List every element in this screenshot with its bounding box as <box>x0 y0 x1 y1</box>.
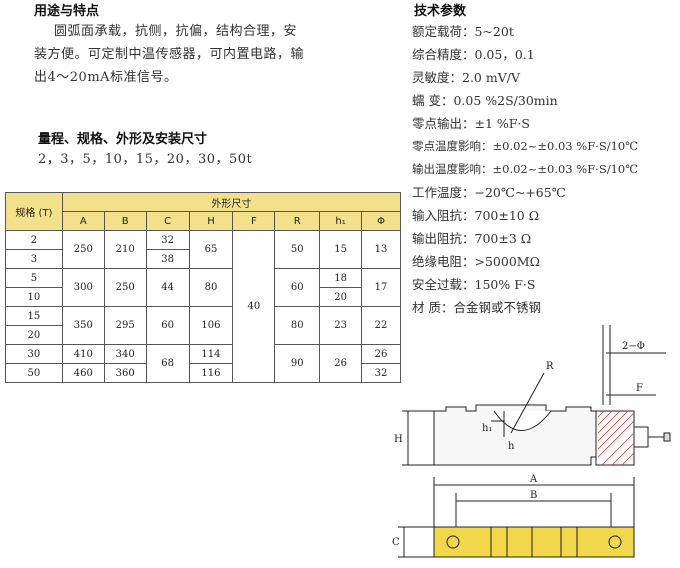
column-header: Φ <box>361 211 401 231</box>
specs-list: 额定载荷：5~20t 综合精度：0.05，0.1 灵敏度：2.0 mV/V 蠕 … <box>412 20 680 319</box>
label-h1: h₁ <box>482 423 492 434</box>
cell-a: 250 <box>61 230 105 269</box>
column-header: A <box>61 211 105 231</box>
cell-c: 60 <box>145 306 190 345</box>
cell-h: 65 <box>188 230 234 269</box>
column-header: F <box>232 211 276 231</box>
label-h-small: h <box>508 441 515 452</box>
label-r: R <box>546 361 554 372</box>
cell-phi: 13 <box>361 230 401 269</box>
spec-cell: 10 <box>5 287 63 307</box>
spec-cell: 50 <box>5 363 63 383</box>
cell-b: 340 <box>103 344 147 364</box>
label-c: C <box>392 537 400 548</box>
cell-a: 300 <box>61 268 105 307</box>
cell-h1: 20 <box>319 287 363 307</box>
spec-line: 输出温度影响：±0.02~±0.03 %F·S/10℃ <box>412 162 639 176</box>
spec-cell: 30 <box>5 344 63 364</box>
usage-line: 圆弧面承载，抗侧，抗偏，结构合理，安 <box>54 24 298 39</box>
usage-title: 用途与特点 <box>34 4 100 19</box>
load-cell-drawing: R 2−Φ F H h₁ h A B C <box>392 325 671 558</box>
cell-h1: 15 <box>319 230 363 269</box>
spec-line: 灵敏度：2.0 mV/V <box>412 70 520 85</box>
column-header: R <box>274 211 321 231</box>
cell-b: 360 <box>103 363 147 383</box>
label-phi: 2−Φ <box>622 341 645 352</box>
label-f: F <box>636 383 643 394</box>
usage-line: 出4～20mA标准信号。 <box>34 70 178 85</box>
dimensions-table: 规格 (T) 外形尺寸 A B C H F R h₁ Φ 2 250 210 3… <box>5 192 402 383</box>
spec-cell: 20 <box>5 325 63 345</box>
cell-h1: 26 <box>319 344 363 383</box>
cell-phi: 22 <box>361 306 401 345</box>
cell-h: 80 <box>188 268 234 307</box>
label-h: H <box>394 434 403 445</box>
cell-phi: 32 <box>361 363 401 383</box>
spec-line: 综合精度：0.05，0.1 <box>412 47 535 62</box>
usage-line: 装方便。可定制中温传感器，可内置电路，输 <box>34 47 305 62</box>
spec-line: 蠕 变：0.05 %2S/30min <box>412 93 558 108</box>
spec-cell: 3 <box>5 249 63 269</box>
cell-h1: 18 <box>319 268 363 288</box>
spec-line: 工作温度：−20℃~+65℃ <box>412 185 566 200</box>
spec-cell: 15 <box>5 306 63 326</box>
cell-h: 116 <box>188 363 234 383</box>
column-header: H <box>188 211 234 231</box>
spec-line: 输入阻抗：700±10 Ω <box>412 208 540 223</box>
group-header: 外形尺寸 <box>61 192 402 212</box>
range-values: 2，3，5，10，15，20，30，50t <box>38 152 253 167</box>
spec-line: 零点温度影响：±0.02~±0.03 %F·S/10℃ <box>412 139 639 153</box>
spec-line: 安全过载：150% F·S <box>412 277 536 292</box>
cell-phi: 17 <box>361 268 401 307</box>
column-header: h₁ <box>319 211 363 231</box>
cell-b: 250 <box>103 268 147 307</box>
cell-h: 114 <box>188 344 234 364</box>
cell-c: 44 <box>145 268 190 307</box>
specs-title: 技术参数 <box>414 4 467 19</box>
cell-c: 68 <box>145 344 190 383</box>
cell-b: 295 <box>103 306 147 345</box>
spec-line: 零点输出：±1 %F·S <box>412 116 530 131</box>
range-title: 量程、规格、外形及安装尺寸 <box>38 132 208 147</box>
cell-a: 410 <box>61 344 105 364</box>
cell-h1: 23 <box>319 306 363 345</box>
cell-r: 90 <box>274 344 321 383</box>
label-b: B <box>530 490 537 501</box>
spec-cell: 5 <box>5 268 63 288</box>
spec-header: 规格 (T) <box>5 192 63 231</box>
spec-line: 输出阻抗：700±3 Ω <box>412 231 532 246</box>
label-a: A <box>529 474 538 485</box>
cell-f: 40 <box>232 230 276 383</box>
spec-cell: 2 <box>5 230 63 250</box>
cell-b: 210 <box>103 230 147 269</box>
cell-c: 32 <box>145 230 190 250</box>
cell-r: 60 <box>274 268 321 307</box>
cell-h: 106 <box>188 306 234 345</box>
cell-r: 50 <box>274 230 321 269</box>
usage-text: 圆弧面承载，抗侧，抗偏，结构合理，安 装方便。可定制中温传感器，可内置电路，输 … <box>34 20 334 89</box>
cell-c: 38 <box>145 249 190 269</box>
column-header: B <box>103 211 147 231</box>
cell-a: 460 <box>61 363 105 383</box>
spec-line: 材 质：合金钢或不锈钢 <box>412 300 541 315</box>
column-header: C <box>145 211 190 231</box>
cell-r: 80 <box>274 306 321 345</box>
spec-line: 额定载荷：5~20t <box>412 24 514 39</box>
spec-line: 绝缘电阻：>5000MΩ <box>412 254 540 269</box>
cell-a: 350 <box>61 306 105 345</box>
